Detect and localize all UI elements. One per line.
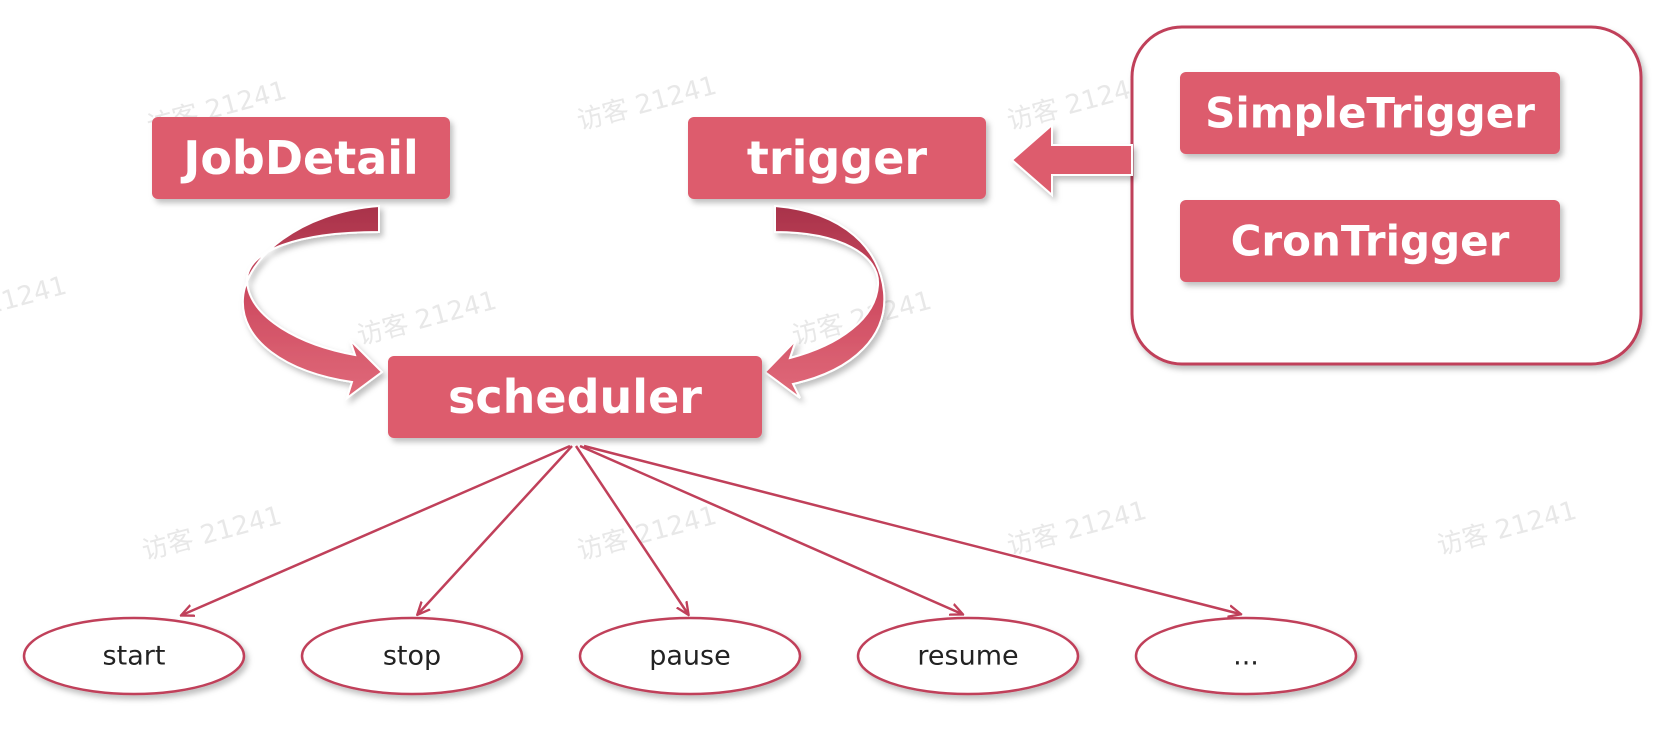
trigger-box xyxy=(688,117,986,199)
arrow-to-more xyxy=(583,444,1240,614)
action-label-more: ... xyxy=(1233,641,1259,672)
action-label-start: start xyxy=(103,641,166,672)
arrow-to-start xyxy=(182,444,571,615)
action-nodes: start stop pause resume ... xyxy=(22,616,1358,696)
watermark: 访客 21241 xyxy=(574,501,720,567)
action-label-resume: resume xyxy=(917,641,1018,672)
job-detail-label: JobDetail xyxy=(180,131,419,185)
watermark: 访客 21241 xyxy=(0,271,70,337)
watermark: 访客 21241 xyxy=(1004,496,1150,562)
simple-trigger-label: SimpleTrigger xyxy=(1205,89,1535,138)
action-ellipse-pause xyxy=(578,616,802,696)
arrow-to-stop xyxy=(418,445,573,614)
action-ellipse-start xyxy=(22,616,246,696)
simple-trigger-box xyxy=(1180,72,1560,154)
action-label-pause: pause xyxy=(649,641,730,672)
action-label-stop: stop xyxy=(383,641,441,672)
action-ellipse-resume xyxy=(856,616,1080,696)
trigger-to-scheduler-arrow xyxy=(763,204,886,399)
scheduler-label: scheduler xyxy=(448,370,702,424)
trigger-types-arrow xyxy=(1010,122,1133,198)
watermark: 访客 21241 xyxy=(354,286,500,352)
watermark: 访客 21241 xyxy=(1434,496,1580,562)
cron-trigger-label: CronTrigger xyxy=(1231,217,1510,266)
action-arrows xyxy=(182,444,1240,615)
scheduler-box xyxy=(388,356,762,438)
job-detail-box xyxy=(152,117,450,199)
arrow-to-pause xyxy=(574,445,688,614)
action-ellipse-stop xyxy=(300,616,524,696)
cron-trigger-box xyxy=(1180,200,1560,282)
action-ellipse-more xyxy=(1134,616,1358,696)
watermark: 访客 21241 xyxy=(139,501,285,567)
watermark: 访客 21241 xyxy=(1004,71,1150,137)
job-detail-to-scheduler-arrow xyxy=(241,204,384,401)
arrow-to-resume xyxy=(579,444,962,614)
trigger-label: trigger xyxy=(747,131,927,185)
